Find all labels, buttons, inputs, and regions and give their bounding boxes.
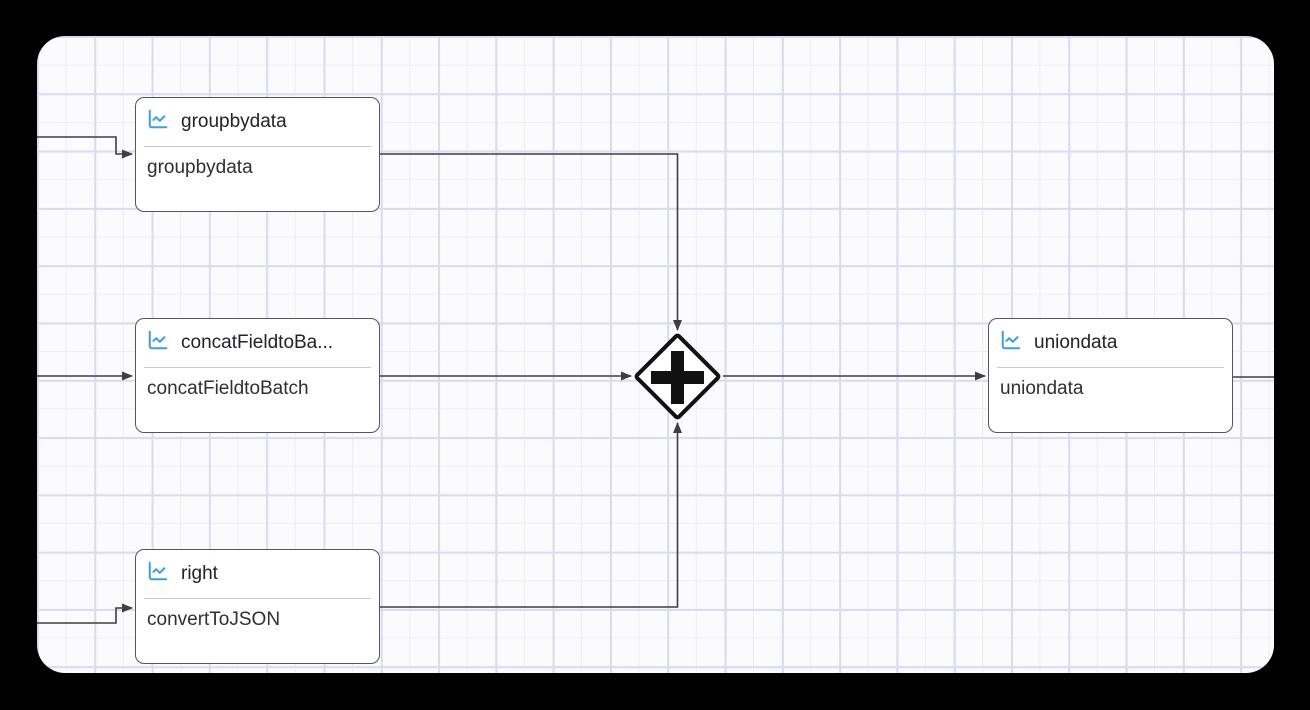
node-divider — [997, 367, 1224, 368]
node-groupbydata[interactable]: groupbydata groupbydata — [135, 97, 380, 212]
node-subtitle: groupbydata — [147, 157, 253, 178]
node-divider — [144, 367, 371, 368]
node-title: uniondata — [1034, 332, 1118, 353]
node-title: right — [181, 563, 218, 584]
node-converttojson[interactable]: right convertToJSON — [135, 549, 380, 664]
node-divider — [144, 598, 371, 599]
node-subtitle: uniondata — [1000, 378, 1084, 399]
edge-groupbydata-to-gateway[interactable] — [380, 153, 682, 331]
edge-converttojson-to-gateway[interactable] — [380, 422, 682, 608]
diagram-canvas[interactable]: groupbydata groupbydata concatFieldtoBa.… — [37, 36, 1274, 673]
node-title: concatFieldtoBa... — [181, 332, 334, 353]
edges-layer — [37, 136, 1274, 624]
node-title: groupbydata — [181, 111, 287, 132]
node-uniondata[interactable]: uniondata uniondata — [988, 318, 1233, 433]
chart-line-icon — [1000, 329, 1022, 357]
node-subtitle: convertToJSON — [147, 609, 281, 630]
chart-line-icon — [147, 108, 169, 136]
node-concatfieldtobatch[interactable]: concatFieldtoBa... concatFieldtoBatch — [135, 318, 380, 433]
edge-left-to-groupbydata[interactable] — [37, 136, 133, 159]
node-subtitle: concatFieldtoBatch — [147, 378, 309, 399]
chart-line-icon — [147, 329, 169, 357]
chart-line-icon — [147, 560, 169, 588]
plus-icon — [671, 350, 684, 404]
edge-left-to-converttojson[interactable] — [37, 603, 133, 624]
node-divider — [144, 146, 371, 147]
